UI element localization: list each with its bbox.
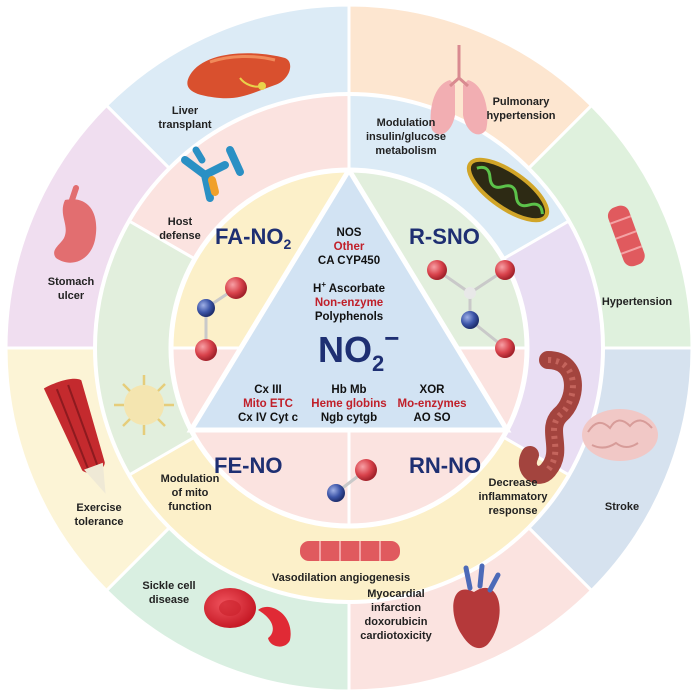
modulation-mito-label: Modulation of mito function bbox=[161, 473, 220, 513]
fa-no2-label: FA-NO2 bbox=[215, 224, 291, 252]
polyphenols-label: Polyphenols bbox=[315, 311, 383, 323]
liver-icon bbox=[187, 53, 291, 99]
svg-text:hypertension: hypertension bbox=[486, 110, 555, 122]
exercise-tolerance-label: Exercise tolerance bbox=[75, 502, 124, 528]
hb-mb-label: Hb Mb bbox=[331, 384, 366, 396]
svg-text:infarction: infarction bbox=[371, 602, 421, 614]
h-ascorbate-label: H+ Ascorbate bbox=[313, 280, 385, 295]
svg-text:insulin/glucose: insulin/glucose bbox=[366, 131, 446, 143]
brain-icon bbox=[582, 409, 658, 461]
liver-transplant-label: Liver transplant bbox=[158, 105, 212, 131]
pulmonary-hypertension-label: Pulmonary hypertension bbox=[486, 96, 555, 122]
rn-no-label: RN-NO bbox=[409, 453, 481, 478]
svg-text:Modulation: Modulation bbox=[161, 473, 220, 485]
svg-text:Sickle cell: Sickle cell bbox=[142, 580, 195, 592]
ngb-cytgb-label: Ngb cytgb bbox=[321, 412, 377, 424]
svg-text:function: function bbox=[168, 501, 212, 513]
ca-cyp450-label: CA CYP450 bbox=[318, 255, 380, 267]
svg-text:tolerance: tolerance bbox=[75, 516, 124, 528]
intestine-icon bbox=[519, 351, 582, 484]
svg-text:cardiotoxicity: cardiotoxicity bbox=[360, 630, 432, 642]
svg-text:Myocardial: Myocardial bbox=[367, 588, 424, 600]
svg-text:disease: disease bbox=[149, 594, 189, 606]
heart-icon bbox=[453, 563, 501, 649]
ao-so-label: AO SO bbox=[413, 412, 450, 424]
svg-text:Modulation: Modulation bbox=[377, 117, 436, 129]
modulation-insulin-label: Modulation insulin/glucose metabolism bbox=[366, 117, 446, 157]
lungs-icon bbox=[430, 45, 488, 135]
stomach-icon bbox=[54, 185, 97, 263]
svg-text:defense: defense bbox=[159, 230, 201, 242]
xor-label: XOR bbox=[420, 384, 446, 396]
mo-enzymes-label: Mo-enzymes bbox=[397, 398, 466, 410]
svg-text:Stomach: Stomach bbox=[48, 276, 95, 288]
bacteria-icon bbox=[181, 146, 244, 202]
svg-text:Decrease: Decrease bbox=[489, 477, 538, 489]
stomach-ulcer-label: Stomach ulcer bbox=[48, 276, 95, 302]
other-label: Other bbox=[334, 241, 365, 253]
middle-border bbox=[93, 92, 605, 604]
svg-text:Exercise: Exercise bbox=[76, 502, 121, 514]
central-triangle bbox=[186, 165, 512, 433]
svg-text:of mito: of mito bbox=[172, 487, 209, 499]
svg-text:Pulmonary: Pulmonary bbox=[493, 96, 551, 108]
r-sno-label: R-SNO bbox=[409, 224, 480, 249]
hypertension-label: Hypertension bbox=[602, 296, 673, 308]
host-defense-label: Host defense bbox=[159, 216, 201, 242]
mito-etc-label: Mito ETC bbox=[243, 398, 293, 410]
non-enzyme-label: Non-enzyme bbox=[315, 297, 383, 309]
muscle-icon bbox=[43, 378, 106, 494]
blood-vessel-icon bbox=[607, 205, 645, 267]
macrophage-icon bbox=[114, 375, 174, 435]
myocardial-label: Myocardial infarction doxorubicin cardio… bbox=[360, 588, 432, 642]
svg-text:doxorubicin: doxorubicin bbox=[365, 616, 428, 628]
svg-text:inflammatory: inflammatory bbox=[478, 491, 548, 503]
svg-text:ulcer: ulcer bbox=[58, 290, 85, 302]
svg-text:response: response bbox=[489, 505, 538, 517]
cx-iv-cytc-label: Cx IV Cyt c bbox=[238, 412, 299, 424]
fe-no-label: FE-NO bbox=[214, 453, 282, 478]
molecule-icon-fa bbox=[195, 277, 247, 361]
mitochondria-icon bbox=[466, 157, 550, 223]
outer-border bbox=[5, 4, 693, 692]
vasodilation-label: Vasodilation angiogenesis bbox=[272, 572, 410, 584]
svg-text:transplant: transplant bbox=[158, 119, 212, 131]
svg-text:metabolism: metabolism bbox=[375, 145, 436, 157]
heme-globins-label: Heme globins bbox=[311, 398, 386, 410]
svg-text:Host: Host bbox=[168, 216, 193, 228]
vessel-icon bbox=[300, 541, 400, 561]
decrease-inflammatory-label: Decrease inflammatory response bbox=[478, 477, 548, 517]
stroke-label: Stroke bbox=[605, 501, 639, 513]
nos-label: NOS bbox=[337, 227, 362, 239]
red-blood-cell-icon bbox=[204, 588, 291, 647]
middle-ring bbox=[93, 92, 605, 604]
cx-iii-label: Cx III bbox=[254, 384, 281, 396]
molecule-icon-no bbox=[327, 459, 377, 502]
molecule-icon-rsno bbox=[427, 260, 515, 358]
svg-text:Liver: Liver bbox=[172, 105, 199, 117]
no2-formula: NO2− bbox=[318, 323, 399, 376]
sickle-cell-label: Sickle cell disease bbox=[142, 580, 195, 606]
